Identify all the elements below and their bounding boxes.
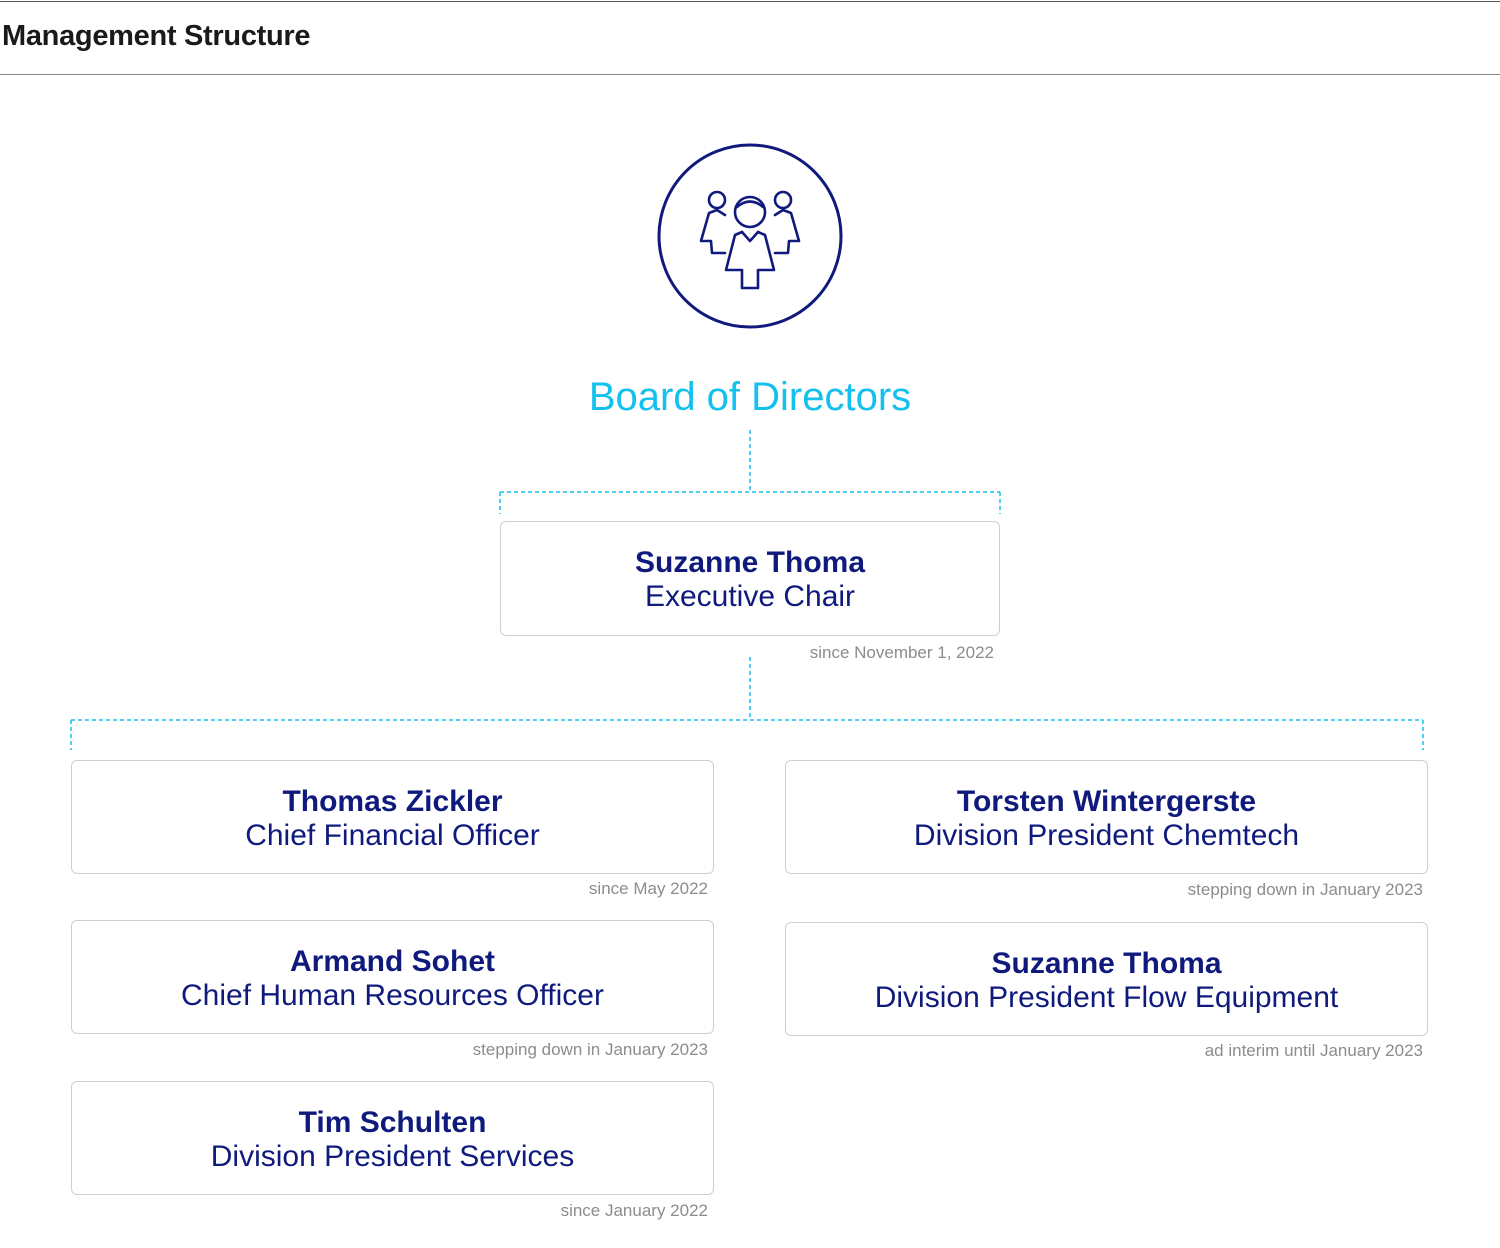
member-card-flow-equipment: Suzanne Thoma Division President Flow Eq… <box>785 922 1428 1036</box>
person-role: Division President Chemtech <box>913 819 1300 852</box>
person-name: Suzanne Thoma <box>991 947 1222 980</box>
tenure-note: since May 2022 <box>588 879 708 898</box>
tenure-note: stepping down in January 2023 <box>472 1040 708 1059</box>
tenure-note: since January 2022 <box>560 1201 708 1220</box>
person-name: Tim Schulten <box>298 1106 487 1139</box>
tenure-note: ad interim until January 2023 <box>1204 1041 1423 1060</box>
member-card-cfo: Thomas Zickler Chief Financial Officer <box>71 760 714 874</box>
person-role: Division President Services <box>210 1140 575 1173</box>
page-title: Management Structure <box>2 20 311 52</box>
title-divider <box>0 74 1500 75</box>
top-rule <box>0 1 1500 2</box>
board-of-directors-title: Board of Directors <box>588 375 912 419</box>
person-name: Suzanne Thoma <box>634 546 866 579</box>
person-role: Executive Chair <box>644 580 856 613</box>
person-name: Torsten Wintergerste <box>956 785 1257 818</box>
member-card-chemtech: Torsten Wintergerste Division President … <box>785 760 1428 874</box>
member-card-services: Tim Schulten Division President Services <box>71 1081 714 1195</box>
person-role: Chief Human Resources Officer <box>181 979 604 1012</box>
member-card-chro: Armand Sohet Chief Human Resources Offic… <box>71 920 714 1034</box>
person-name: Armand Sohet <box>289 945 496 978</box>
tenure-note: stepping down in January 2023 <box>1187 880 1423 899</box>
executive-chair-card: Suzanne Thoma Executive Chair <box>500 521 1000 636</box>
person-name: Thomas Zickler <box>282 785 503 818</box>
board-group-icon <box>657 143 843 329</box>
person-role: Division President Flow Equipment <box>874 981 1339 1014</box>
person-role: Chief Financial Officer <box>245 819 540 852</box>
tenure-note: since November 1, 2022 <box>809 643 994 662</box>
